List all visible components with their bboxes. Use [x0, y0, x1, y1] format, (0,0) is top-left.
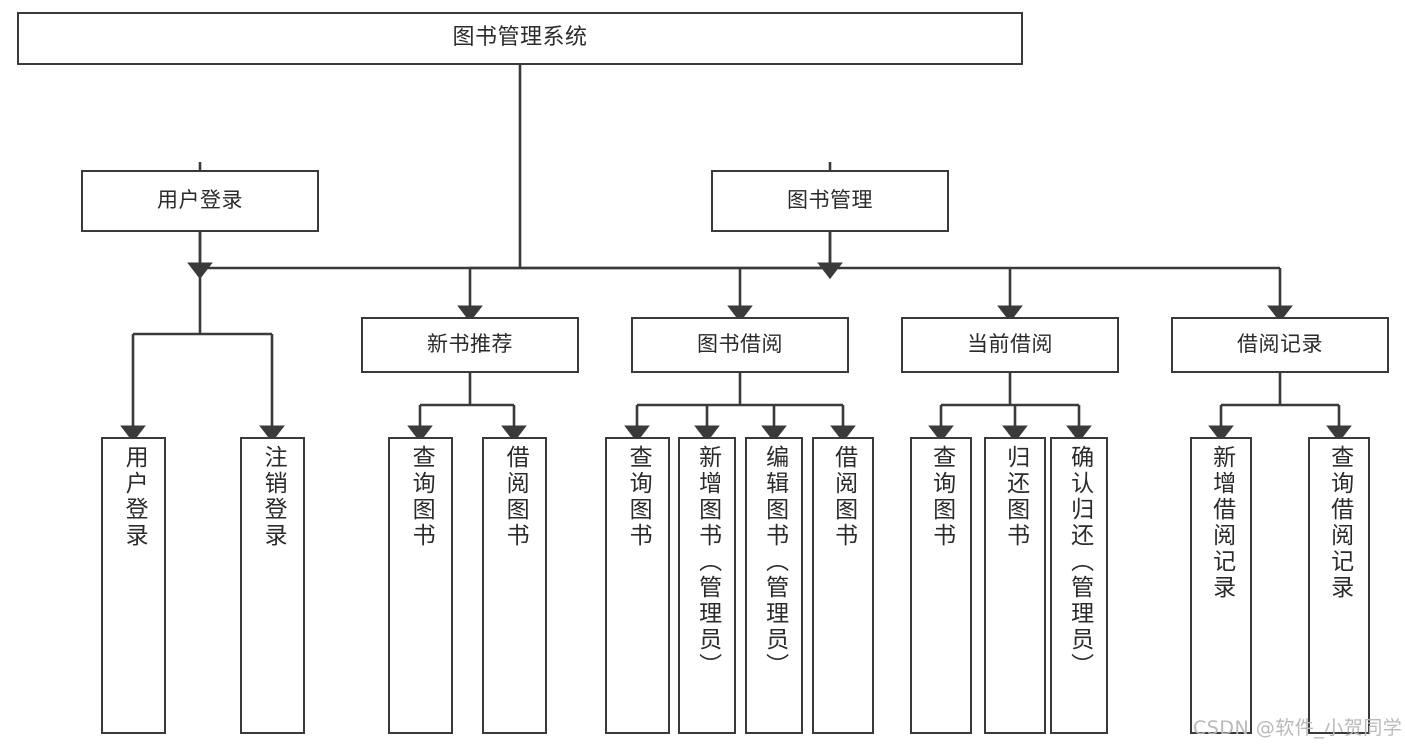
node-leaf-confirm-return[interactable]: 确认归还（管理员） [1050, 437, 1108, 734]
node-leaf-query-borrow-record[interactable]: 查询借阅记录 [1308, 437, 1370, 734]
node-leaf-return-book-label: 归还图书 [1002, 445, 1029, 549]
node-leaf-query-book-1-label: 查询图书 [408, 445, 435, 549]
node-current-borrow-label: 当前借阅 [967, 332, 1053, 357]
node-leaf-query-book-3-label: 查询图书 [928, 445, 955, 549]
node-leaf-add-borrow-record[interactable]: 新增借阅记录 [1190, 437, 1252, 734]
node-leaf-add-book-label: 新增图书（管理员） [694, 445, 721, 679]
node-book-management-label: 图书管理 [787, 188, 873, 213]
node-user-login-label: 用户登录 [157, 188, 243, 213]
node-leaf-add-borrow-record-label: 新增借阅记录 [1208, 445, 1235, 601]
node-leaf-return-book[interactable]: 归还图书 [984, 437, 1046, 734]
node-leaf-add-book[interactable]: 新增图书（管理员） [678, 437, 736, 734]
node-leaf-edit-book-label: 编辑图书（管理员） [761, 445, 788, 679]
node-new-book-recommend-label: 新书推荐 [427, 332, 513, 357]
node-root-label: 图书管理系统 [452, 25, 588, 51]
node-user-login[interactable]: 用户登录 [81, 170, 319, 232]
node-leaf-borrow-book-1[interactable]: 借阅图书 [482, 437, 547, 734]
node-borrow-record[interactable]: 借阅记录 [1171, 317, 1389, 373]
node-leaf-confirm-return-label: 确认归还（管理员） [1066, 445, 1093, 679]
user-login-to-leaves-connectors [120, 232, 285, 443]
node-leaf-borrow-book-2-label: 借阅图书 [830, 445, 857, 549]
current-borrow-to-leaves-connectors [928, 373, 1092, 443]
book-borrow-to-leaves-connectors [624, 373, 856, 443]
node-leaf-query-book-2-label: 查询图书 [625, 445, 652, 549]
node-leaf-user-logout-label: 注销登录 [260, 445, 287, 549]
node-leaf-query-book-2[interactable]: 查询图书 [605, 437, 670, 734]
node-leaf-borrow-book-2[interactable]: 借阅图书 [812, 437, 874, 734]
node-new-book-recommend[interactable]: 新书推荐 [361, 317, 579, 373]
root-to-level2-connectors [187, 65, 843, 280]
node-leaf-edit-book[interactable]: 编辑图书（管理员） [745, 437, 803, 734]
new-book-recommend-to-leaves-connectors [407, 373, 527, 443]
node-leaf-borrow-book-1-label: 借阅图书 [502, 445, 529, 549]
node-leaf-user-logout[interactable]: 注销登录 [240, 437, 305, 734]
book-management-to-level3-connectors [457, 232, 1293, 323]
node-book-management[interactable]: 图书管理 [711, 170, 949, 232]
node-leaf-user-login-label: 用户登录 [121, 445, 148, 549]
node-leaf-query-borrow-record-label: 查询借阅记录 [1326, 445, 1353, 601]
node-borrow-record-label: 借阅记录 [1237, 332, 1323, 357]
node-leaf-query-book-3[interactable]: 查询图书 [910, 437, 972, 734]
node-leaf-query-book-1[interactable]: 查询图书 [388, 437, 453, 734]
node-root[interactable]: 图书管理系统 [17, 12, 1023, 65]
node-leaf-user-login[interactable]: 用户登录 [101, 437, 166, 734]
node-book-borrow[interactable]: 图书借阅 [631, 317, 849, 373]
node-book-borrow-label: 图书借阅 [697, 332, 783, 357]
node-current-borrow[interactable]: 当前借阅 [901, 317, 1119, 373]
borrow-record-to-leaves-connectors [1208, 373, 1352, 443]
